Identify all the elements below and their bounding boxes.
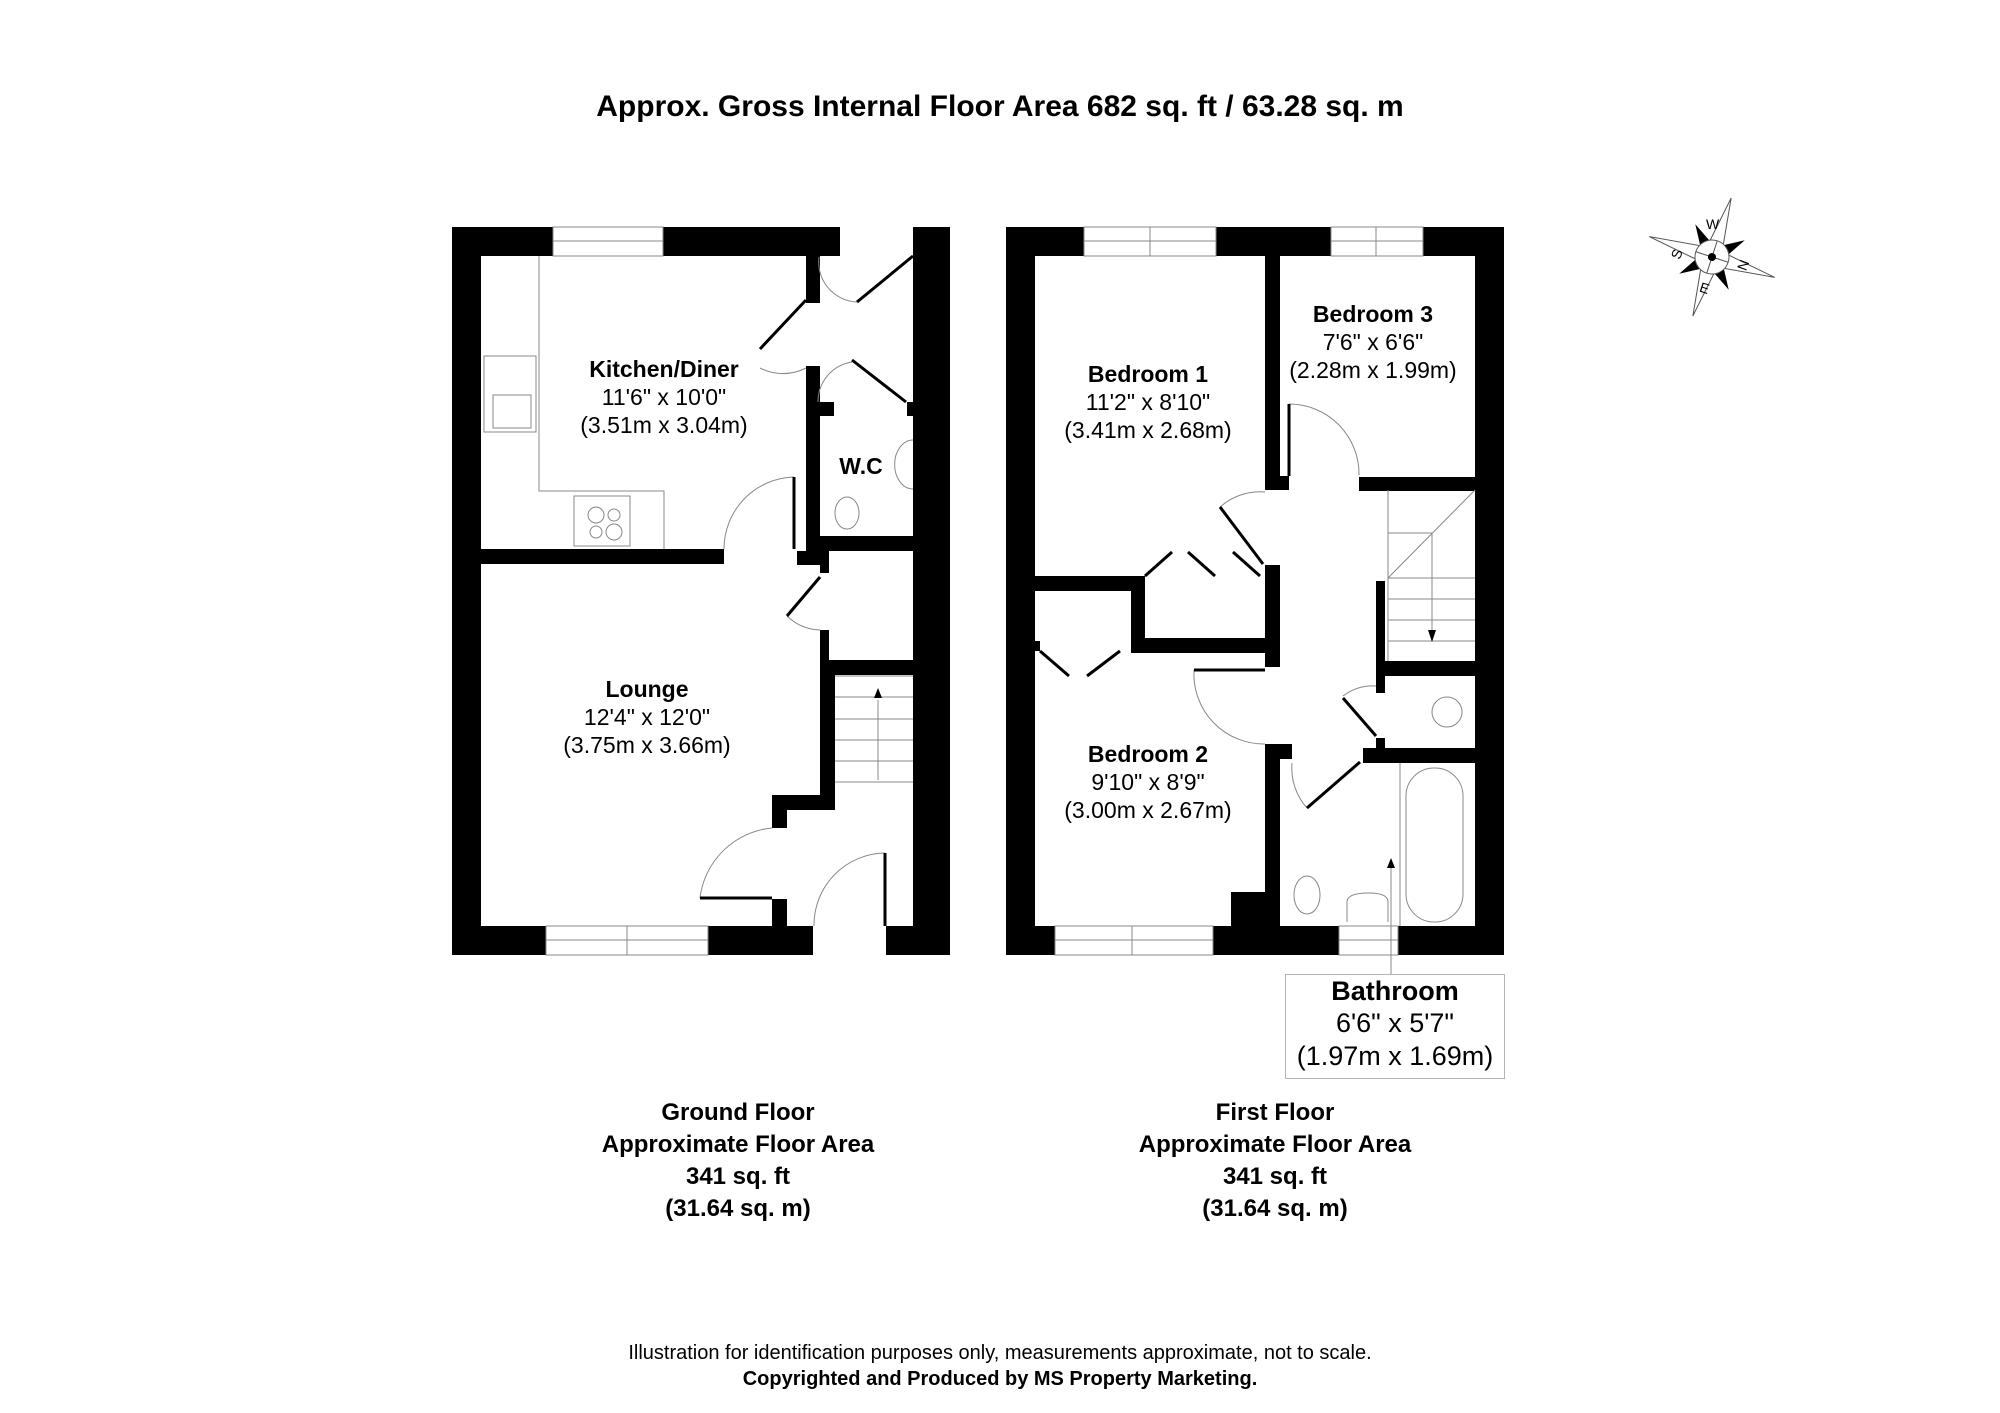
page-title: Approx. Gross Internal Floor Area 682 sq… — [596, 90, 1404, 123]
room-label-bedroom-3: Bedroom 3 7'6" x 6'6" (2.28m x 1.99m) — [1289, 300, 1456, 384]
disclaimer-text: Illustration for identification purposes… — [628, 1342, 1372, 1364]
copyright-text: Copyrighted and Produced by MS Property … — [742, 1368, 1258, 1390]
first-floor-plan — [1006, 227, 1504, 955]
room-imperial: 11'2" x 8'10" — [1085, 389, 1211, 416]
room-metric: (3.41m x 2.68m) — [1064, 417, 1232, 444]
room-metric: (3.51m x 3.04m) — [580, 412, 748, 439]
floor-name: Ground Floor — [661, 1099, 815, 1126]
room-label-wc: W.C — [839, 452, 882, 480]
ground-floor-area-label: Ground Floor Approximate Floor Area 341 … — [602, 1097, 875, 1226]
room-name: W.C — [839, 453, 883, 479]
floor-area-sqm: (31.64 sq. m) — [1202, 1195, 1348, 1223]
stairs-up-arrow-icon — [874, 688, 882, 698]
first-floor-fixtures — [1054, 226, 1476, 990]
room-label-bedroom-2: Bedroom 2 9'10" x 8'9" (3.00m x 2.67m) — [1064, 740, 1231, 824]
room-imperial: 9'10" x 8'9" — [1091, 769, 1205, 796]
ground-floor-plan — [452, 227, 950, 955]
room-metric: (3.75m x 3.66m) — [563, 732, 731, 759]
room-metric: (1.97m x 1.69m) — [1296, 1040, 1494, 1071]
room-name: Lounge — [605, 676, 689, 702]
room-name: Bathroom — [1331, 976, 1459, 1006]
room-metric: (2.28m x 1.99m) — [1289, 357, 1457, 384]
room-imperial: 7'6" x 6'6" — [1322, 329, 1424, 356]
stairs-down-arrow-icon — [1428, 630, 1436, 642]
floor-caption: Approximate Floor Area — [1138, 1131, 1412, 1159]
ground-floor-door-leaves — [700, 254, 914, 926]
room-imperial: 11'6" x 10'0" — [601, 384, 727, 411]
floor-area-sqft: 341 sq. ft — [685, 1163, 791, 1191]
room-name: Bedroom 2 — [1087, 741, 1209, 767]
room-label-lounge: Lounge 12'4" x 12'0" (3.75m x 3.66m) — [563, 675, 730, 759]
first-floor-door-leaves — [1039, 404, 1378, 810]
room-label-kitchen-diner: Kitchen/Diner 11'6" x 10'0" (3.51m x 3.0… — [580, 355, 747, 439]
floor-area-sqft: 341 sq. ft — [1222, 1163, 1328, 1191]
floor-caption: Approximate Floor Area — [601, 1131, 875, 1159]
room-metric: (3.00m x 2.67m) — [1064, 797, 1232, 824]
floor-area-sqm: (31.64 sq. m) — [665, 1195, 811, 1223]
room-name: Kitchen/Diner — [589, 356, 739, 382]
first-floor-area-label: First Floor Approximate Floor Area 341 s… — [1139, 1097, 1412, 1226]
room-imperial: 12'4" x 12'0" — [583, 704, 711, 731]
compass-rose-icon — [1649, 197, 1775, 317]
room-name: Bedroom 1 — [1087, 361, 1209, 387]
room-imperial: 6'6" x 5'7" — [1335, 1008, 1455, 1039]
bathroom-pointer-arrow-icon — [1387, 858, 1395, 868]
ground-floor-fixtures — [483, 226, 914, 956]
compass-label-w: W — [1706, 216, 1720, 232]
room-label-bedroom-1: Bedroom 1 11'2" x 8'10" (3.41m x 2.68m) — [1064, 360, 1231, 444]
floor-name: First Floor — [1215, 1099, 1335, 1126]
room-name: Bedroom 3 — [1312, 301, 1434, 327]
room-label-bathroom: Bathroom 6'6" x 5'7" (1.97m x 1.69m) — [1285, 974, 1505, 1079]
